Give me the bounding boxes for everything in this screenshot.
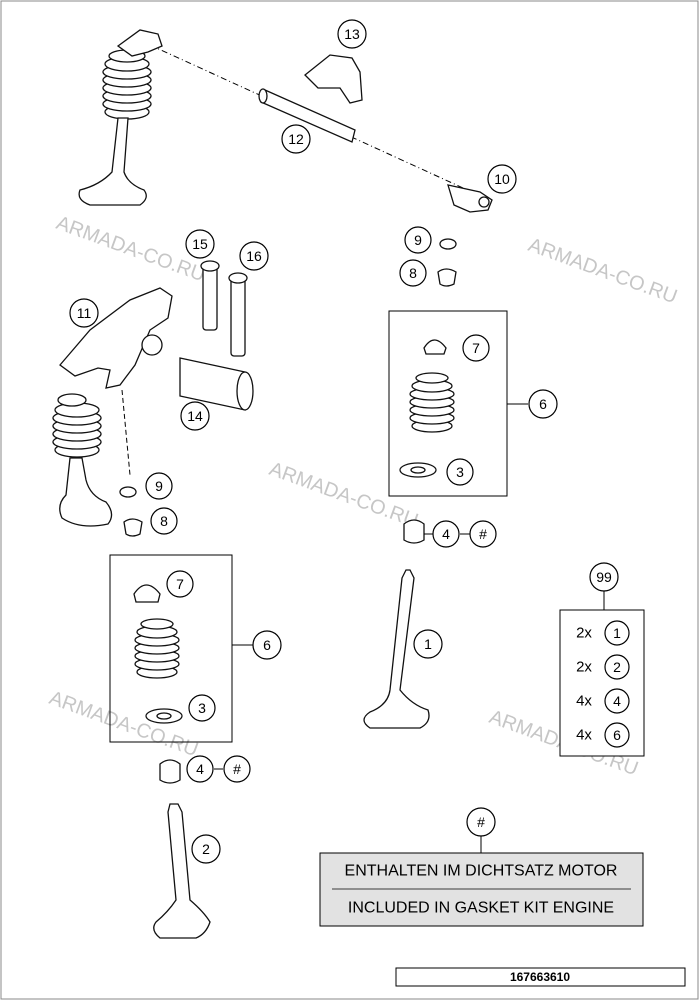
top-rocker-finger [116,29,163,57]
svg-text:#: # [233,761,241,777]
gasket-kit-note [319,852,644,927]
svg-text:6: 6 [539,396,547,412]
callout-99: 99 [589,562,619,592]
callout-7-left: 7 [166,570,194,598]
watermark: ARMADA-CO.RU [53,212,208,286]
svg-text:4: 4 [442,526,450,542]
callout-3-left: 3 [188,694,216,722]
svg-text:2x: 2x [576,659,592,676]
svg-text:11: 11 [77,305,92,321]
svg-text:7: 7 [472,340,480,356]
svg-text:8: 8 [409,265,417,281]
svg-text:2: 2 [613,659,621,675]
svg-text:9: 9 [155,478,163,494]
callout-hash-note: # [466,807,496,837]
retainer-7-right [423,339,447,355]
svg-text:3: 3 [198,700,206,716]
svg-text:6: 6 [613,727,621,743]
svg-text:4x: 4x [576,693,592,710]
callout-7-right: 7 [462,334,490,362]
svg-text:13: 13 [344,26,360,42]
pin-16 [230,273,246,357]
callout-11: 11 [69,298,99,328]
callout-12: 12 [281,124,311,154]
valve-seal-4-left [159,759,181,784]
valve-2 [153,803,211,939]
svg-text:7: 7 [176,576,184,592]
watermark: ARMADA-CO.RU [46,687,201,761]
watermark: ARMADA-CO.RU [525,234,680,308]
group-box-6-left [109,554,233,743]
callout-14: 14 [180,401,210,431]
svg-text:10: 10 [494,171,510,187]
valve-cap-9b [119,486,137,498]
svg-text:16: 16 [246,248,262,264]
top-valve [78,117,147,206]
callout-15: 15 [185,229,215,259]
svg-text:3: 3 [456,464,464,480]
svg-text:6: 6 [263,637,271,653]
kit-row: 2x 1 [576,620,630,646]
valve-cap-9 [439,238,457,250]
svg-text:4: 4 [196,761,204,777]
svg-text:9: 9 [414,232,422,248]
valve-seal-4-right [403,519,425,544]
svg-text:8: 8 [160,513,168,529]
svg-text:15: 15 [192,236,208,252]
callout-4-left: 4 [186,755,214,783]
svg-text:99: 99 [596,569,612,585]
spring-left [134,618,180,679]
valve-keeper-8 [437,268,457,287]
svg-text:2x: 2x [576,625,592,642]
svg-text:14: 14 [187,408,203,424]
callout-4-right: 4 [432,520,460,548]
callout-9-left: 9 [145,472,173,500]
svg-text:4x: 4x [576,727,592,744]
kit-row: 2x 2 [576,654,630,680]
kit-table [559,609,645,757]
left-valve-assembly [52,393,113,527]
svg-text:#: # [477,814,485,830]
callout-13: 13 [337,19,367,49]
note-line-en: INCLUDED IN GASKET KIT ENGINE [348,900,614,917]
note-line-de: ENTHALTEN IM DICHTSATZ MOTOR [345,863,618,880]
svg-text:1: 1 [613,625,621,641]
callout-6-left: 6 [252,630,282,660]
bracket-13 [304,54,363,104]
callout-8-left: 8 [150,507,178,535]
valve-1 [363,569,430,729]
callout-2: 2 [191,834,221,864]
pin-15 [202,261,218,331]
valve-keeper-8b [123,518,143,537]
svg-text:#: # [479,526,487,542]
svg-text:4: 4 [613,693,621,709]
retainer-7-left [133,584,161,603]
spring-right [409,372,455,433]
svg-text:2: 2 [202,841,210,857]
callout-16: 16 [239,241,269,271]
callout-hash-right: # [469,520,497,548]
top-valve-assembly [78,29,493,213]
kit-row: 4x 6 [576,722,630,748]
callout-10: 10 [487,164,517,194]
top-spring [102,49,152,120]
watermark: ARMADA-CO.RU [266,458,421,532]
svg-text:12: 12 [288,131,304,147]
callout-hash-left: # [223,755,251,783]
callout-8-top: 8 [399,259,427,287]
callout-9-top: 9 [404,226,432,254]
shaft-14 [179,357,246,411]
drawing-number-box [395,967,686,987]
drawing-number: 167663610 [510,970,570,984]
svg-text:1: 1 [424,636,432,652]
callout-1: 1 [413,629,443,659]
callout-3-right: 3 [446,458,474,486]
kit-row: 4x 4 [576,688,630,714]
callout-6-right: 6 [528,389,558,419]
